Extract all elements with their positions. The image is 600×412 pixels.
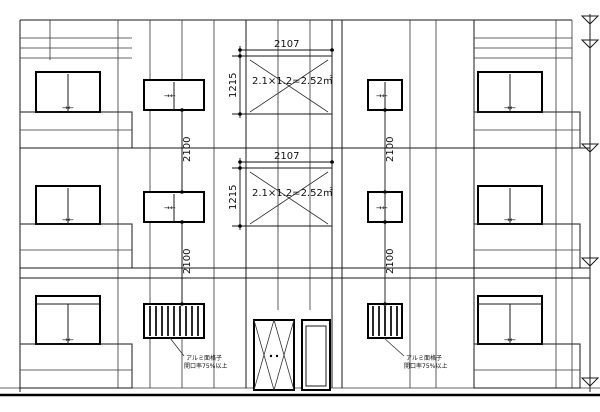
small-windows-left: →← →←: [143, 79, 205, 339]
floor-height-label-right-upper: 2100: [385, 137, 396, 162]
central-opening-top: [232, 46, 334, 118]
svg-text:→←: →←: [62, 216, 74, 224]
svg-text:→←: →←: [376, 92, 388, 100]
svg-text:→←: →←: [62, 336, 74, 344]
floor-height-label-right-lower: 2100: [385, 249, 396, 274]
note-right-line2: 開口率75%以上: [404, 362, 447, 370]
small-windows-right: →← →←: [367, 79, 403, 339]
central-opening-mid: [232, 158, 334, 230]
left-bay: →← →← →←: [19, 71, 133, 389]
svg-text:→←: →←: [504, 336, 516, 344]
svg-text:→←: →←: [164, 92, 176, 100]
floor-height-label-left-lower: 2100: [182, 249, 193, 274]
opening-area-label-top: 2.1×1.2=2.52㎡: [252, 75, 333, 87]
note-right-line1: アルミ面格子: [406, 354, 442, 362]
svg-text:→←: →←: [376, 204, 388, 212]
entrance-doors: [253, 319, 331, 391]
louver-grille-left: [149, 306, 199, 336]
opening-width-label-mid: 2107: [274, 151, 299, 162]
note-left-line2: 開口率75%以上: [184, 362, 227, 370]
opening-height-label-top: 1215: [228, 73, 239, 98]
svg-text:→←: →←: [62, 104, 74, 112]
note-left-line1: アルミ面格子: [186, 354, 222, 362]
svg-text:→←: →←: [164, 204, 176, 212]
svg-text:→←: →←: [504, 216, 516, 224]
floor-height-dimensions: [180, 108, 387, 306]
floor-height-label-left-upper: 2100: [182, 137, 193, 162]
opening-height-label-mid: 1215: [228, 185, 239, 210]
svg-text:→←: →←: [504, 104, 516, 112]
opening-width-label-top: 2107: [274, 39, 299, 50]
louver-grille-right: [372, 306, 398, 336]
note-leaders: [169, 337, 405, 357]
right-bay: →← →← →←: [473, 15, 600, 389]
opening-area-label-mid: 2.1×1.2=2.52㎡: [252, 187, 333, 199]
